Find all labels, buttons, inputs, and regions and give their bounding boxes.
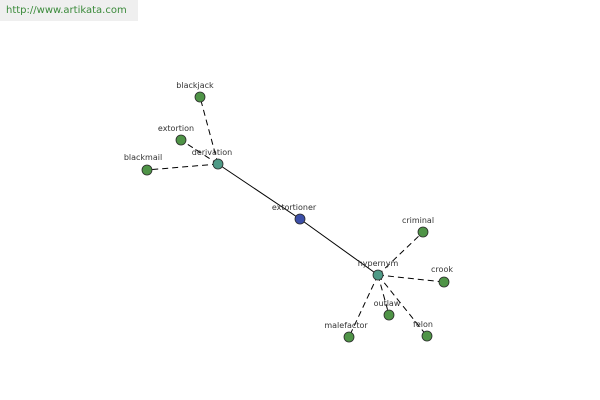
- edge-hypernym-outlaw: [377, 274, 390, 316]
- site-url-link[interactable]: http://www.artikata.com: [0, 0, 138, 21]
- node-label-extortioner: extortioner: [272, 203, 317, 212]
- node-blackjack[interactable]: blackjack: [176, 81, 214, 103]
- node-label-extortion: extortion: [158, 124, 194, 133]
- node-label-blackmail: blackmail: [124, 153, 162, 162]
- edge-derivation-blackmail: [146, 163, 219, 171]
- node-label-crook: crook: [431, 265, 453, 274]
- node-hypernym[interactable]: hypernym: [358, 259, 399, 281]
- node-label-derivation: derivation: [192, 148, 232, 157]
- node-label-hypernym: hypernym: [358, 259, 399, 268]
- node-blackmail[interactable]: blackmail: [124, 153, 162, 176]
- node-dot-crook[interactable]: [438, 276, 450, 288]
- node-label-malefactor: malefactor: [324, 321, 368, 330]
- edge-hypernym-criminal: [377, 231, 424, 276]
- node-derivation[interactable]: derivation: [192, 148, 232, 170]
- node-dot-criminal[interactable]: [417, 226, 429, 238]
- node-outlaw[interactable]: outlaw: [374, 299, 401, 321]
- node-label-felon: felon: [413, 320, 433, 329]
- node-felon[interactable]: felon: [413, 320, 433, 342]
- node-dot-malefactor[interactable]: [343, 331, 355, 343]
- node-dot-outlaw[interactable]: [383, 309, 395, 321]
- node-label-blackjack: blackjack: [176, 81, 214, 90]
- nodes-layer: extortioner derivation hypernym blackjack ex…: [124, 81, 453, 343]
- node-dot-felon[interactable]: [421, 330, 433, 342]
- node-crook[interactable]: crook: [431, 265, 453, 288]
- edge-extortioner-derivation: [217, 163, 301, 220]
- edge-derivation-extortion: [180, 139, 219, 165]
- edge-hypernym-felon: [377, 274, 428, 337]
- node-dot-derivation[interactable]: [212, 158, 224, 170]
- edge-derivation-blackjack: [199, 96, 219, 165]
- edges-layer: [146, 96, 445, 338]
- node-dot-blackmail[interactable]: [141, 164, 153, 176]
- node-label-outlaw: outlaw: [374, 299, 401, 308]
- node-label-criminal: criminal: [402, 216, 434, 225]
- edge-hypernym-crook: [377, 274, 445, 283]
- edge-hypernym-malefactor: [348, 274, 379, 338]
- edge-extortioner-hypernym: [299, 218, 379, 276]
- node-extortion[interactable]: extortion: [158, 124, 194, 146]
- node-dot-extortion[interactable]: [175, 134, 187, 146]
- node-malefactor[interactable]: malefactor: [324, 321, 368, 343]
- node-dot-extortioner[interactable]: [294, 213, 306, 225]
- node-dot-hypernym[interactable]: [372, 269, 384, 281]
- node-dot-blackjack[interactable]: [194, 91, 206, 103]
- node-criminal[interactable]: criminal: [402, 216, 434, 238]
- node-extortioner[interactable]: extortioner: [272, 203, 317, 225]
